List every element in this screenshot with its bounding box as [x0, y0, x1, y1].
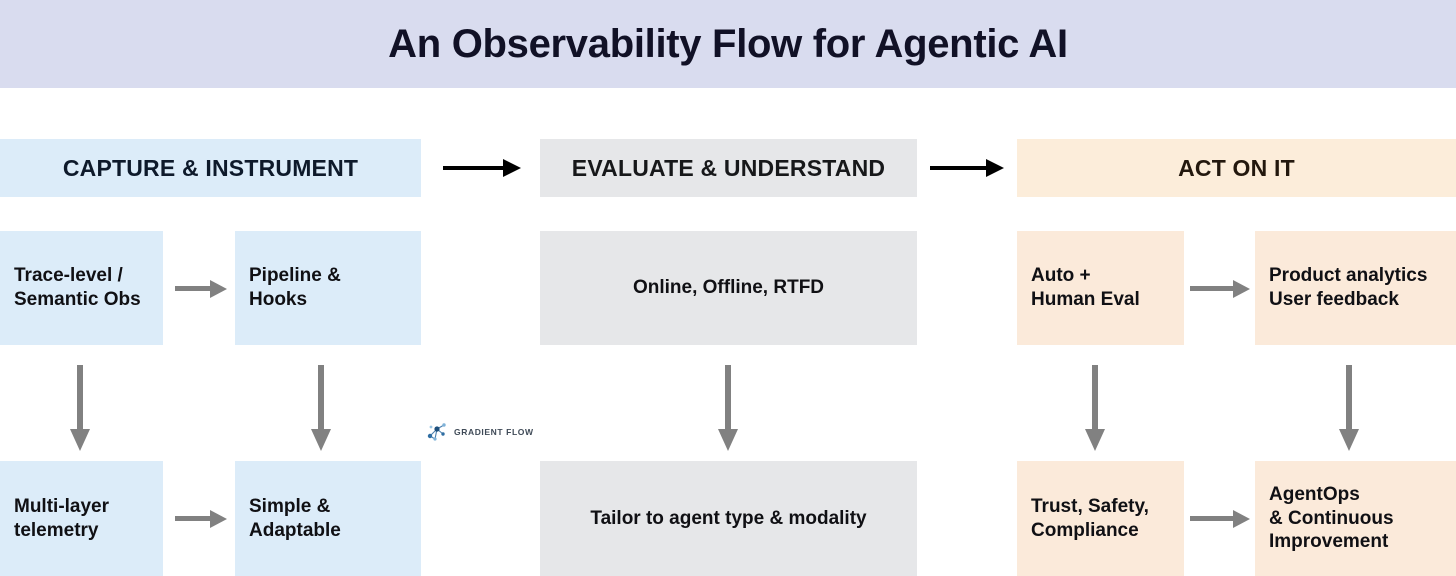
arrow-shaft: [930, 166, 988, 170]
box-label: AgentOps & Continuous Improvement: [1269, 483, 1394, 553]
box-label: Auto + Human Eval: [1031, 265, 1140, 310]
arrow-autohuman-to-trust-icon: [1085, 365, 1105, 451]
stage-header-evaluate-label: EVALUATE & UNDERSTAND: [571, 154, 886, 181]
stage-header-act: ACT ON IT: [1017, 139, 1456, 197]
arrow-head: [986, 159, 1004, 177]
box-trust-safety-compliance[interactable]: Trust, Safety, Compliance: [1017, 461, 1184, 576]
arrow-trust-to-agentops-icon: [1190, 510, 1250, 528]
arrow-shaft: [443, 166, 505, 170]
stage-arrow-capture-to-evaluate-icon: [443, 158, 523, 178]
box-label: Online, Offline, RTFD: [632, 277, 825, 299]
arrow-head: [70, 429, 90, 451]
stage-header-evaluate: EVALUATE & UNDERSTAND: [540, 139, 917, 197]
arrow-trace-to-pipeline-icon: [175, 280, 227, 298]
arrow-head: [718, 429, 738, 451]
box-label: Tailor to agent type & modality: [590, 507, 867, 529]
box-pipeline-hooks[interactable]: Pipeline & Hooks: [235, 231, 421, 345]
box-label: Pipeline & Hooks: [249, 265, 341, 310]
arrow-autohuman-to-product-icon: [1190, 280, 1250, 298]
stage-header-act-label: ACT ON IT: [1178, 154, 1295, 181]
arrow-head: [1085, 429, 1105, 451]
arrow-head: [210, 280, 227, 298]
box-tailor-to-agent-type-modality[interactable]: Tailor to agent type & modality: [540, 461, 917, 576]
arrow-shaft: [175, 516, 211, 521]
title-banner: An Observability Flow for Agentic AI: [0, 0, 1456, 88]
stage-header-capture: CAPTURE & INSTRUMENT: [0, 139, 421, 197]
arrow-pipeline-to-simple-icon: [311, 365, 331, 451]
node-graph-icon: [427, 423, 446, 441]
arrow-shaft: [175, 286, 211, 291]
arrow-product-to-agentops-icon: [1339, 365, 1359, 451]
arrow-head: [1339, 429, 1359, 451]
arrow-online-to-tailor-icon: [718, 365, 738, 451]
box-simple-adaptable[interactable]: Simple & Adaptable: [235, 461, 421, 576]
box-label: Simple & Adaptable: [249, 495, 341, 541]
arrow-shaft: [1190, 286, 1234, 291]
stage-header-capture-label: CAPTURE & INSTRUMENT: [62, 154, 359, 181]
box-label: Multi-layer telemetry: [14, 495, 110, 541]
arrow-trace-to-multilayer-icon: [70, 365, 90, 451]
box-agentops-continuous-improvement[interactable]: AgentOps & Continuous Improvement: [1255, 461, 1456, 576]
arrow-multilayer-to-simple-icon: [175, 510, 227, 528]
arrow-head: [503, 159, 521, 177]
arrow-shaft: [77, 365, 83, 431]
box-product-analytics-user-feedback[interactable]: Product analytics User feedback: [1255, 231, 1456, 345]
box-auto-human-eval[interactable]: Auto + Human Eval: [1017, 231, 1184, 345]
gradient-flow-logo: GRADIENT FLOW: [425, 419, 533, 445]
box-trace-level-semantic-obs[interactable]: Trace-level / Semantic Obs: [0, 231, 163, 345]
stage-arrow-evaluate-to-act-icon: [930, 158, 1005, 178]
gradient-flow-logo-text: GRADIENT FLOW: [454, 427, 534, 437]
page-title: An Observability Flow for Agentic AI: [388, 21, 1068, 66]
arrow-shaft: [318, 365, 324, 431]
arrow-shaft: [1190, 516, 1234, 521]
arrow-head: [210, 510, 227, 528]
arrow-head: [1233, 280, 1250, 298]
arrow-head: [1233, 510, 1250, 528]
arrow-shaft: [1092, 365, 1098, 431]
box-label: Trust, Safety, Compliance: [1031, 495, 1149, 541]
arrow-shaft: [725, 365, 731, 431]
arrow-shaft: [1346, 365, 1352, 431]
arrow-head: [311, 429, 331, 451]
box-online-offline-rtfd[interactable]: Online, Offline, RTFD: [540, 231, 917, 345]
box-multi-layer-telemetry[interactable]: Multi-layer telemetry: [0, 461, 163, 576]
box-label: Trace-level / Semantic Obs: [14, 265, 141, 310]
box-label: Product analytics User feedback: [1269, 265, 1428, 310]
